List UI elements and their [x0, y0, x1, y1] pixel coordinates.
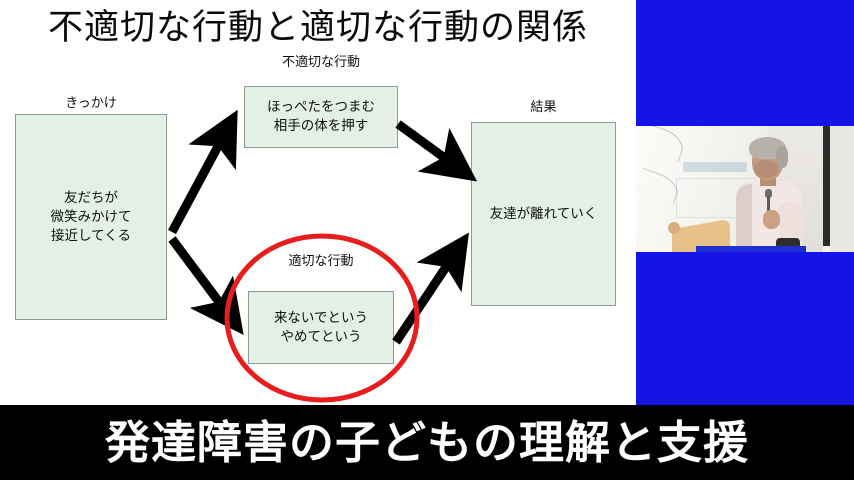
arrow-trigger-to-inappropriate: [168, 109, 238, 235]
caption-bar: 発達障害の子どもの理解と支援: [0, 405, 854, 480]
node-text-appropriate-behavior: 来ないでという やめてという: [273, 309, 369, 345]
whiteboard-red-curve: [636, 188, 668, 246]
node-box-appropriate-behavior: 来ないでという やめてという: [248, 291, 394, 364]
speaker-hair-side: [776, 146, 788, 168]
microphone-icon: [765, 189, 772, 198]
node-box-inappropriate-behavior: ほっぺたをつまむ 相手の体を押す: [244, 86, 398, 148]
speaker-video-thumbnail[interactable]: [636, 126, 854, 252]
arrow-trigger-to-appropriate: [168, 236, 244, 335]
presentation-slide: 不適切な行動と適切な行動の関係 きっかけ 友だちが 微笑みかけて 接近してくる …: [15, 8, 616, 403]
presentation-paper-edge: [668, 222, 680, 234]
whiteboard-diagram-text: [683, 162, 747, 172]
node-label-appropriate-behavior: 適切な行動: [288, 254, 354, 269]
node-box-result: 友達が離れていく: [471, 122, 616, 306]
node-text-trigger: 友だちが 微笑みかけて 接近してくる: [50, 189, 132, 244]
arrow-appropriate-to-result: [392, 232, 469, 345]
speaker-face-shadow: [754, 160, 778, 178]
arrow-inappropriate-to-result: [395, 120, 478, 182]
video-panel[interactable]: [636, 0, 854, 405]
speaker-shoulder-shadow: [736, 184, 752, 252]
desk-edge: [696, 246, 806, 252]
page-title: 不適切な行動と適切な行動の関係: [47, 8, 588, 48]
node-label-result: 結果: [530, 100, 557, 115]
node-label-inappropriate-behavior: 不適切な行動: [281, 55, 360, 70]
caption-text: 発達障害の子どもの理解と支援: [104, 415, 749, 469]
node-text-inappropriate-behavior: ほっぺたをつまむ 相手の体を押す: [267, 99, 375, 134]
wall-far: [830, 126, 854, 252]
speaker-hand: [763, 210, 780, 229]
node-box-trigger: 友だちが 微笑みかけて 接近してくる: [15, 114, 167, 320]
node-text-result: 友達が離れていく: [489, 205, 598, 222]
wall-edge: [823, 126, 830, 246]
node-label-trigger: きっかけ: [65, 96, 117, 111]
